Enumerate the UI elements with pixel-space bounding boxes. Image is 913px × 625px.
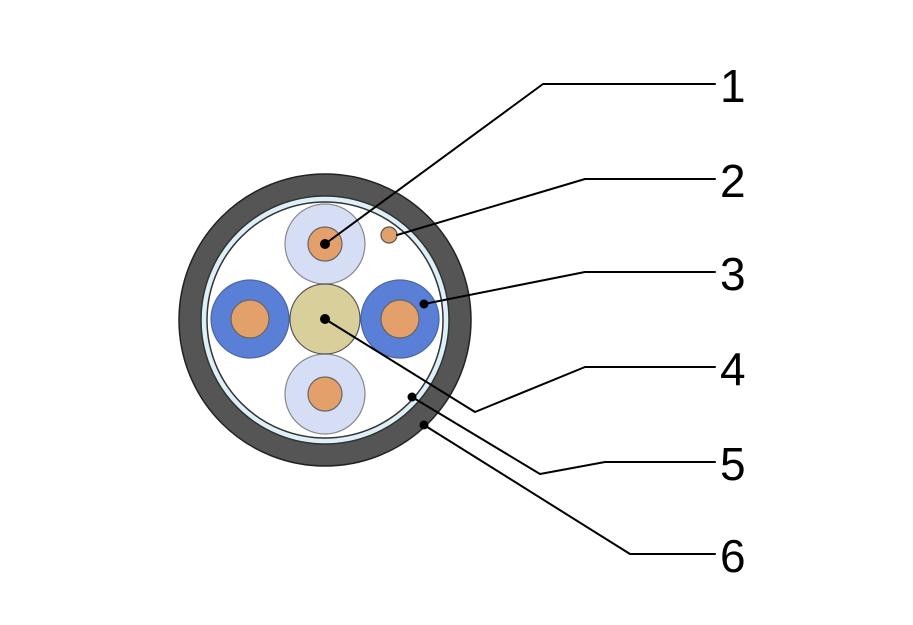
- leader-line-1: [324, 83, 716, 245]
- callout-label-6: 6: [720, 530, 746, 582]
- drain-wire: [380, 226, 398, 244]
- callout-label-4: 4: [720, 343, 746, 395]
- anchor-dot-1: [320, 239, 330, 249]
- leader-line-2: [396, 178, 716, 236]
- bottom-conductor-copper: [307, 376, 343, 412]
- leader-line-5: [411, 396, 716, 475]
- left-conductor: [210, 279, 290, 359]
- callout-label-1: 1: [720, 60, 746, 112]
- callout-label-5: 5: [720, 438, 746, 490]
- left-conductor-copper: [230, 299, 270, 339]
- leader-line-3: [423, 271, 716, 305]
- leader-line-4: [324, 318, 716, 413]
- anchor-dot-3: [419, 299, 429, 309]
- anchor-dot-5: [407, 392, 417, 402]
- callout-label-2: 2: [720, 155, 746, 207]
- leader-line-6: [423, 424, 716, 555]
- anchor-dot-4: [320, 314, 330, 324]
- right-conductor: [360, 279, 440, 359]
- right-conductor-copper: [380, 299, 420, 339]
- anchor-dot-6: [419, 420, 429, 430]
- callout-label-3: 3: [720, 248, 746, 300]
- bottom-conductor: [284, 353, 366, 435]
